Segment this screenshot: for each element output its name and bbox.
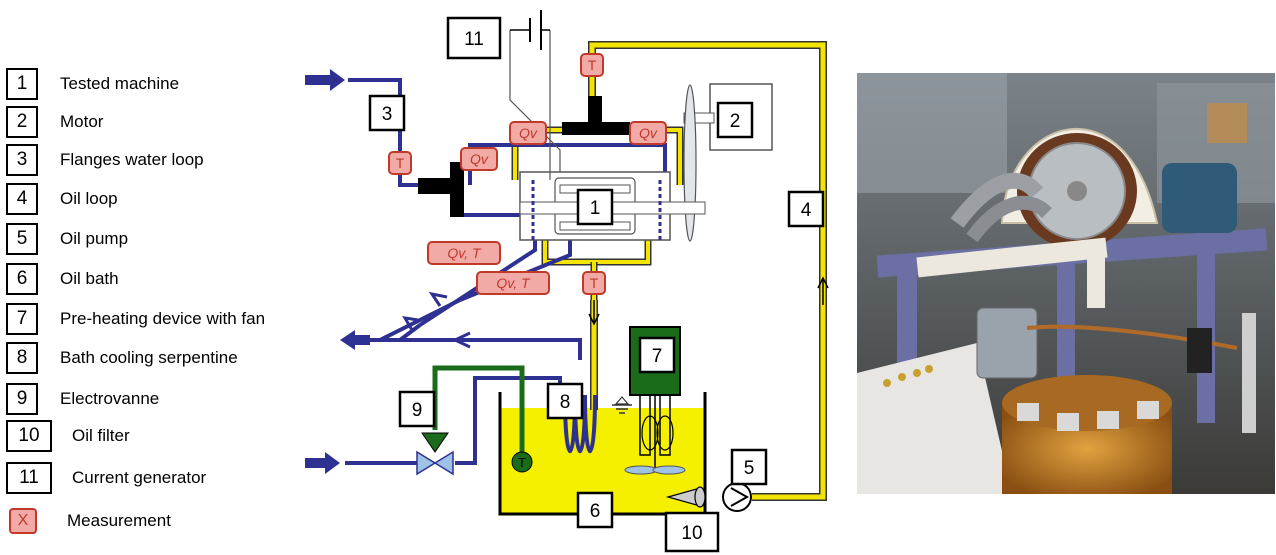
sensor-t-top: T (581, 54, 603, 76)
sensor-t-left: T (389, 152, 411, 174)
svg-text:7: 7 (652, 346, 663, 367)
svg-text:6: 6 (590, 501, 601, 522)
oil-pump-icon (723, 483, 751, 511)
box-11: 11 (448, 18, 500, 58)
svg-text:9: 9 (412, 400, 423, 421)
svg-text:T: T (588, 57, 597, 73)
box-2: 2 (718, 103, 752, 137)
svg-text:10: 10 (681, 523, 702, 544)
sensor-qv-3: Qv (630, 122, 666, 144)
svg-text:Qv: Qv (519, 125, 538, 141)
box-8: 8 (548, 384, 582, 418)
schematic-diagram: T (0, 0, 850, 555)
probe-label: T (518, 455, 526, 470)
svg-text:1: 1 (590, 198, 601, 219)
box-7: 7 (640, 338, 674, 372)
svg-text:Qv, T: Qv, T (496, 275, 531, 291)
svg-text:11: 11 (464, 29, 484, 50)
svg-text:5: 5 (744, 458, 755, 479)
svg-text:Qv, T: Qv, T (447, 245, 482, 261)
svg-text:2: 2 (730, 111, 741, 132)
box-1: 1 (578, 190, 612, 224)
box-9: 9 (400, 392, 434, 426)
svg-text:8: 8 (560, 392, 571, 413)
sensor-qvt-1: Qv, T (428, 242, 500, 264)
svg-text:Qv: Qv (639, 125, 658, 141)
svg-text:Qv: Qv (470, 151, 489, 167)
sensor-qvt-2: Qv, T (477, 272, 549, 294)
svg-text:T: T (396, 155, 405, 171)
box-3: 3 (370, 96, 404, 130)
sensor-qv-2: Qv (510, 122, 546, 144)
box-5: 5 (732, 450, 766, 484)
electrovanne-valve-icon (417, 433, 453, 474)
sensor-t-bottom: T (583, 272, 605, 294)
box-4: 4 (789, 192, 823, 226)
box-10: 10 (666, 513, 718, 551)
box-6: 6 (578, 493, 612, 527)
svg-text:T: T (590, 275, 599, 291)
svg-text:3: 3 (382, 104, 393, 125)
svg-text:4: 4 (801, 200, 812, 221)
sensor-qv-1: Qv (461, 148, 497, 170)
test-bench-photo (857, 73, 1275, 494)
